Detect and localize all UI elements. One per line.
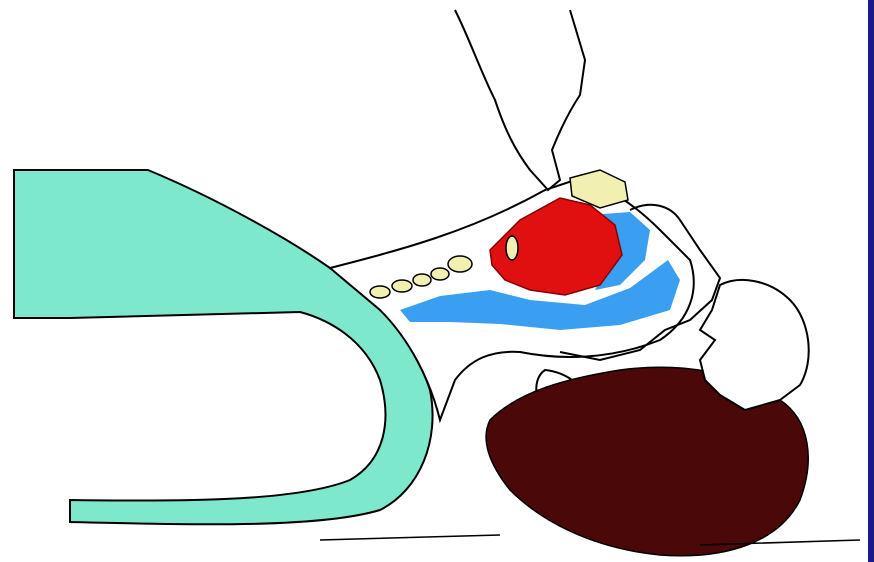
patient-torso [14, 170, 433, 524]
rescuer-hand-forehead [700, 280, 809, 410]
frame-right-bar [868, 0, 874, 562]
rescuer-hand-chin [455, 10, 585, 190]
